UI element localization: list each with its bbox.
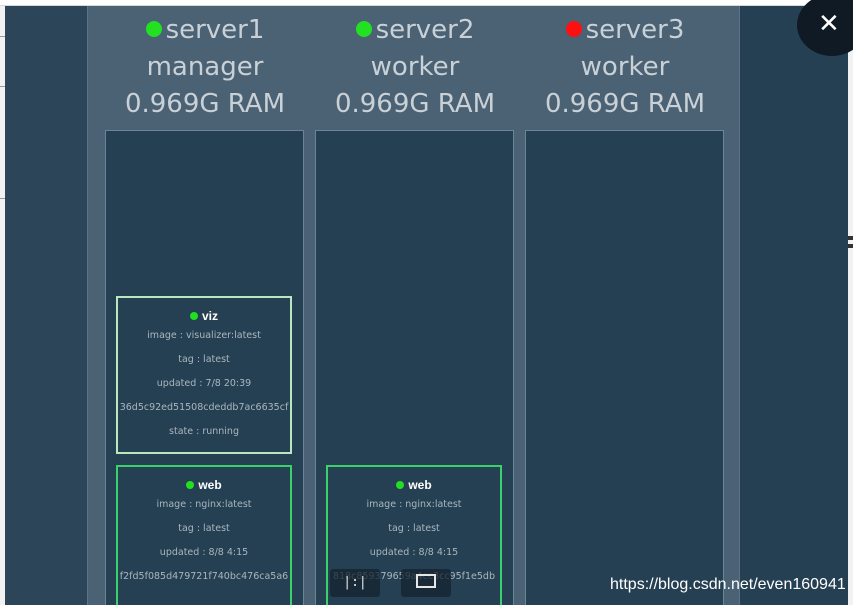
task-image: image : visualizer:latest [147,330,261,341]
background-mark [847,236,853,240]
node-header-server2: server2 worker 0.969G RAM [310,12,520,123]
node-role: worker [580,52,670,82]
task-title: viz [201,309,218,323]
close-button[interactable]: ✕ [797,0,853,56]
task-card-viz[interactable]: viz image : visualizer:latest tag : late… [116,296,292,454]
task-state: state : running [169,426,239,437]
viewer-side-strip [740,6,848,605]
running-dot-icon [189,312,198,320]
task-updated: updated : 8/8 4:15 [159,547,249,558]
swarm-visualizer-panel: server1 manager 0.969G RAM server2 worke… [87,6,740,605]
background-rule [0,198,8,199]
node-name: server3 [585,15,685,45]
node-role: manager [146,52,264,82]
background-mark [847,244,853,248]
status-dot-icon [565,21,582,37]
running-dot-icon [396,481,405,489]
node-name: server1 [165,15,265,45]
node-ram: 0.969G RAM [544,89,706,119]
node-column-server3 [525,130,724,605]
image-viewer: server1 manager 0.969G RAM server2 worke… [5,6,848,605]
background-rule [0,36,8,37]
node-column-server1: viz image : visualizer:latest tag : late… [105,130,304,605]
node-name: server2 [375,15,475,45]
status-dot-icon [145,21,162,37]
task-image: image : nginx:latest [156,499,252,510]
watermark-url: https://blog.csdn.net/even160941 [610,576,846,593]
node-header-server3: server3 worker 0.969G RAM [520,12,730,123]
fit-screen-button[interactable] [401,569,451,597]
background-rule [0,86,8,87]
task-tag: tag : latest [178,523,230,534]
fit-screen-icon [416,574,436,588]
node-ram: 0.969G RAM [334,89,496,119]
node-role: worker [370,52,460,82]
task-id: 36d5c92ed51508cdeddb7ac6635cf [119,402,289,413]
task-updated: updated : 8/8 4:15 [369,547,459,558]
node-ram: 0.969G RAM [124,89,286,119]
task-card-web[interactable]: web image : nginx:latest tag : latest up… [116,465,292,605]
node-column-server2: web image : nginx:latest tag : latest up… [315,130,514,605]
running-dot-icon [186,481,195,489]
task-tag: tag : latest [388,523,440,534]
split-view-button[interactable]: |:| [330,569,380,597]
node-header-server1: server1 manager 0.969G RAM [100,12,310,123]
task-title: web [198,478,222,492]
status-dot-icon [355,21,372,37]
task-tag: tag : latest [178,354,230,365]
task-title: web [408,478,432,492]
close-icon: ✕ [818,9,840,39]
task-image: image : nginx:latest [366,499,462,510]
task-updated: updated : 7/8 20:39 [156,378,252,389]
background-topbar [0,0,853,6]
task-id: f2fd5f085d479721f740bc476ca5a6 [119,571,289,582]
